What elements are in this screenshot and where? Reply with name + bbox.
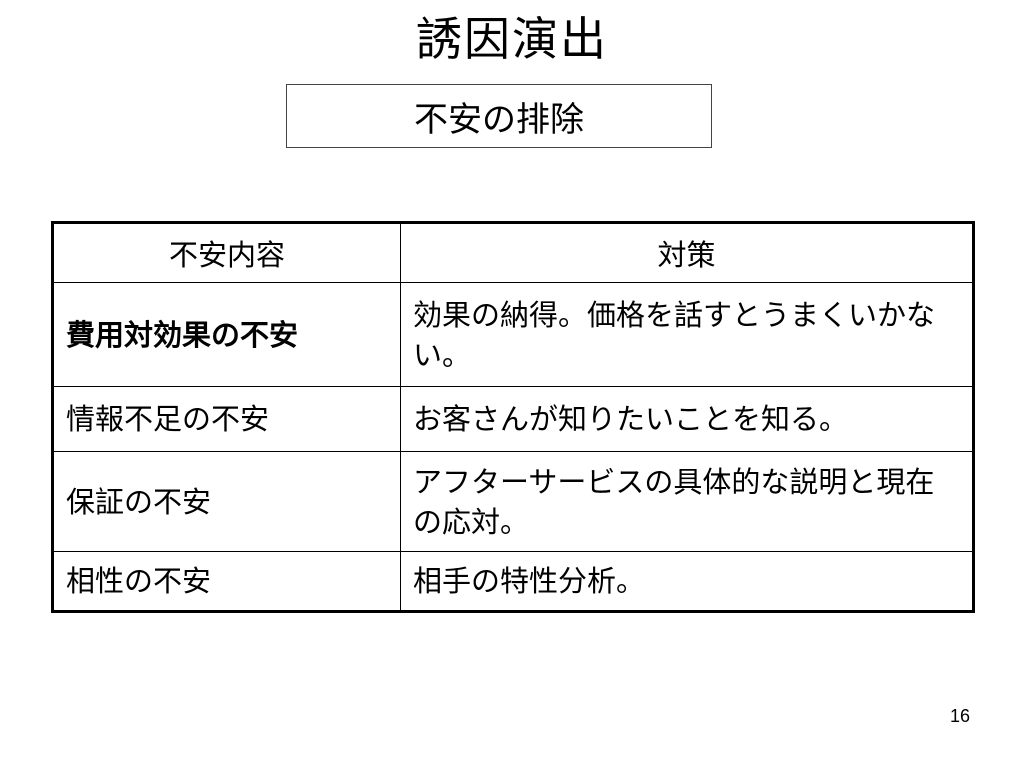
anxiety-table: 不安内容 対策 費用対効果の不安 効果の納得。価格を話すとうまくいかない。 情報… <box>51 221 975 613</box>
measure-cell: 効果の納得。価格を話すとうまくいかない。 <box>400 282 974 387</box>
table-row: 相性の不安 相手の特性分析。 <box>52 551 974 612</box>
concern-cell: 保証の不安 <box>52 451 401 552</box>
table-header-row: 不安内容 対策 <box>52 222 974 283</box>
measure-cell: 相手の特性分析。 <box>400 551 974 612</box>
page-number: 16 <box>949 706 970 726</box>
measure-cell: アフターサービスの具体的な説明と現在の応対。 <box>400 451 974 552</box>
table-row: 情報不足の不安 お客さんが知りたいことを知る。 <box>52 386 974 452</box>
concern-cell: 情報不足の不安 <box>52 386 401 452</box>
table-row: 費用対効果の不安 効果の納得。価格を話すとうまくいかない。 <box>52 282 974 387</box>
concern-cell: 費用対効果の不安 <box>52 282 401 387</box>
measure-cell: お客さんが知りたいことを知る。 <box>400 386 974 452</box>
subtitle-box: 不安の排除 <box>286 84 712 148</box>
header-concern: 不安内容 <box>52 222 401 283</box>
subtitle-text: 不安の排除 <box>414 99 584 140</box>
concern-cell: 相性の不安 <box>52 551 401 612</box>
slide-title: 誘因演出 <box>416 12 608 66</box>
header-measure: 対策 <box>400 222 974 283</box>
table-row: 保証の不安 アフターサービスの具体的な説明と現在の応対。 <box>52 451 974 552</box>
